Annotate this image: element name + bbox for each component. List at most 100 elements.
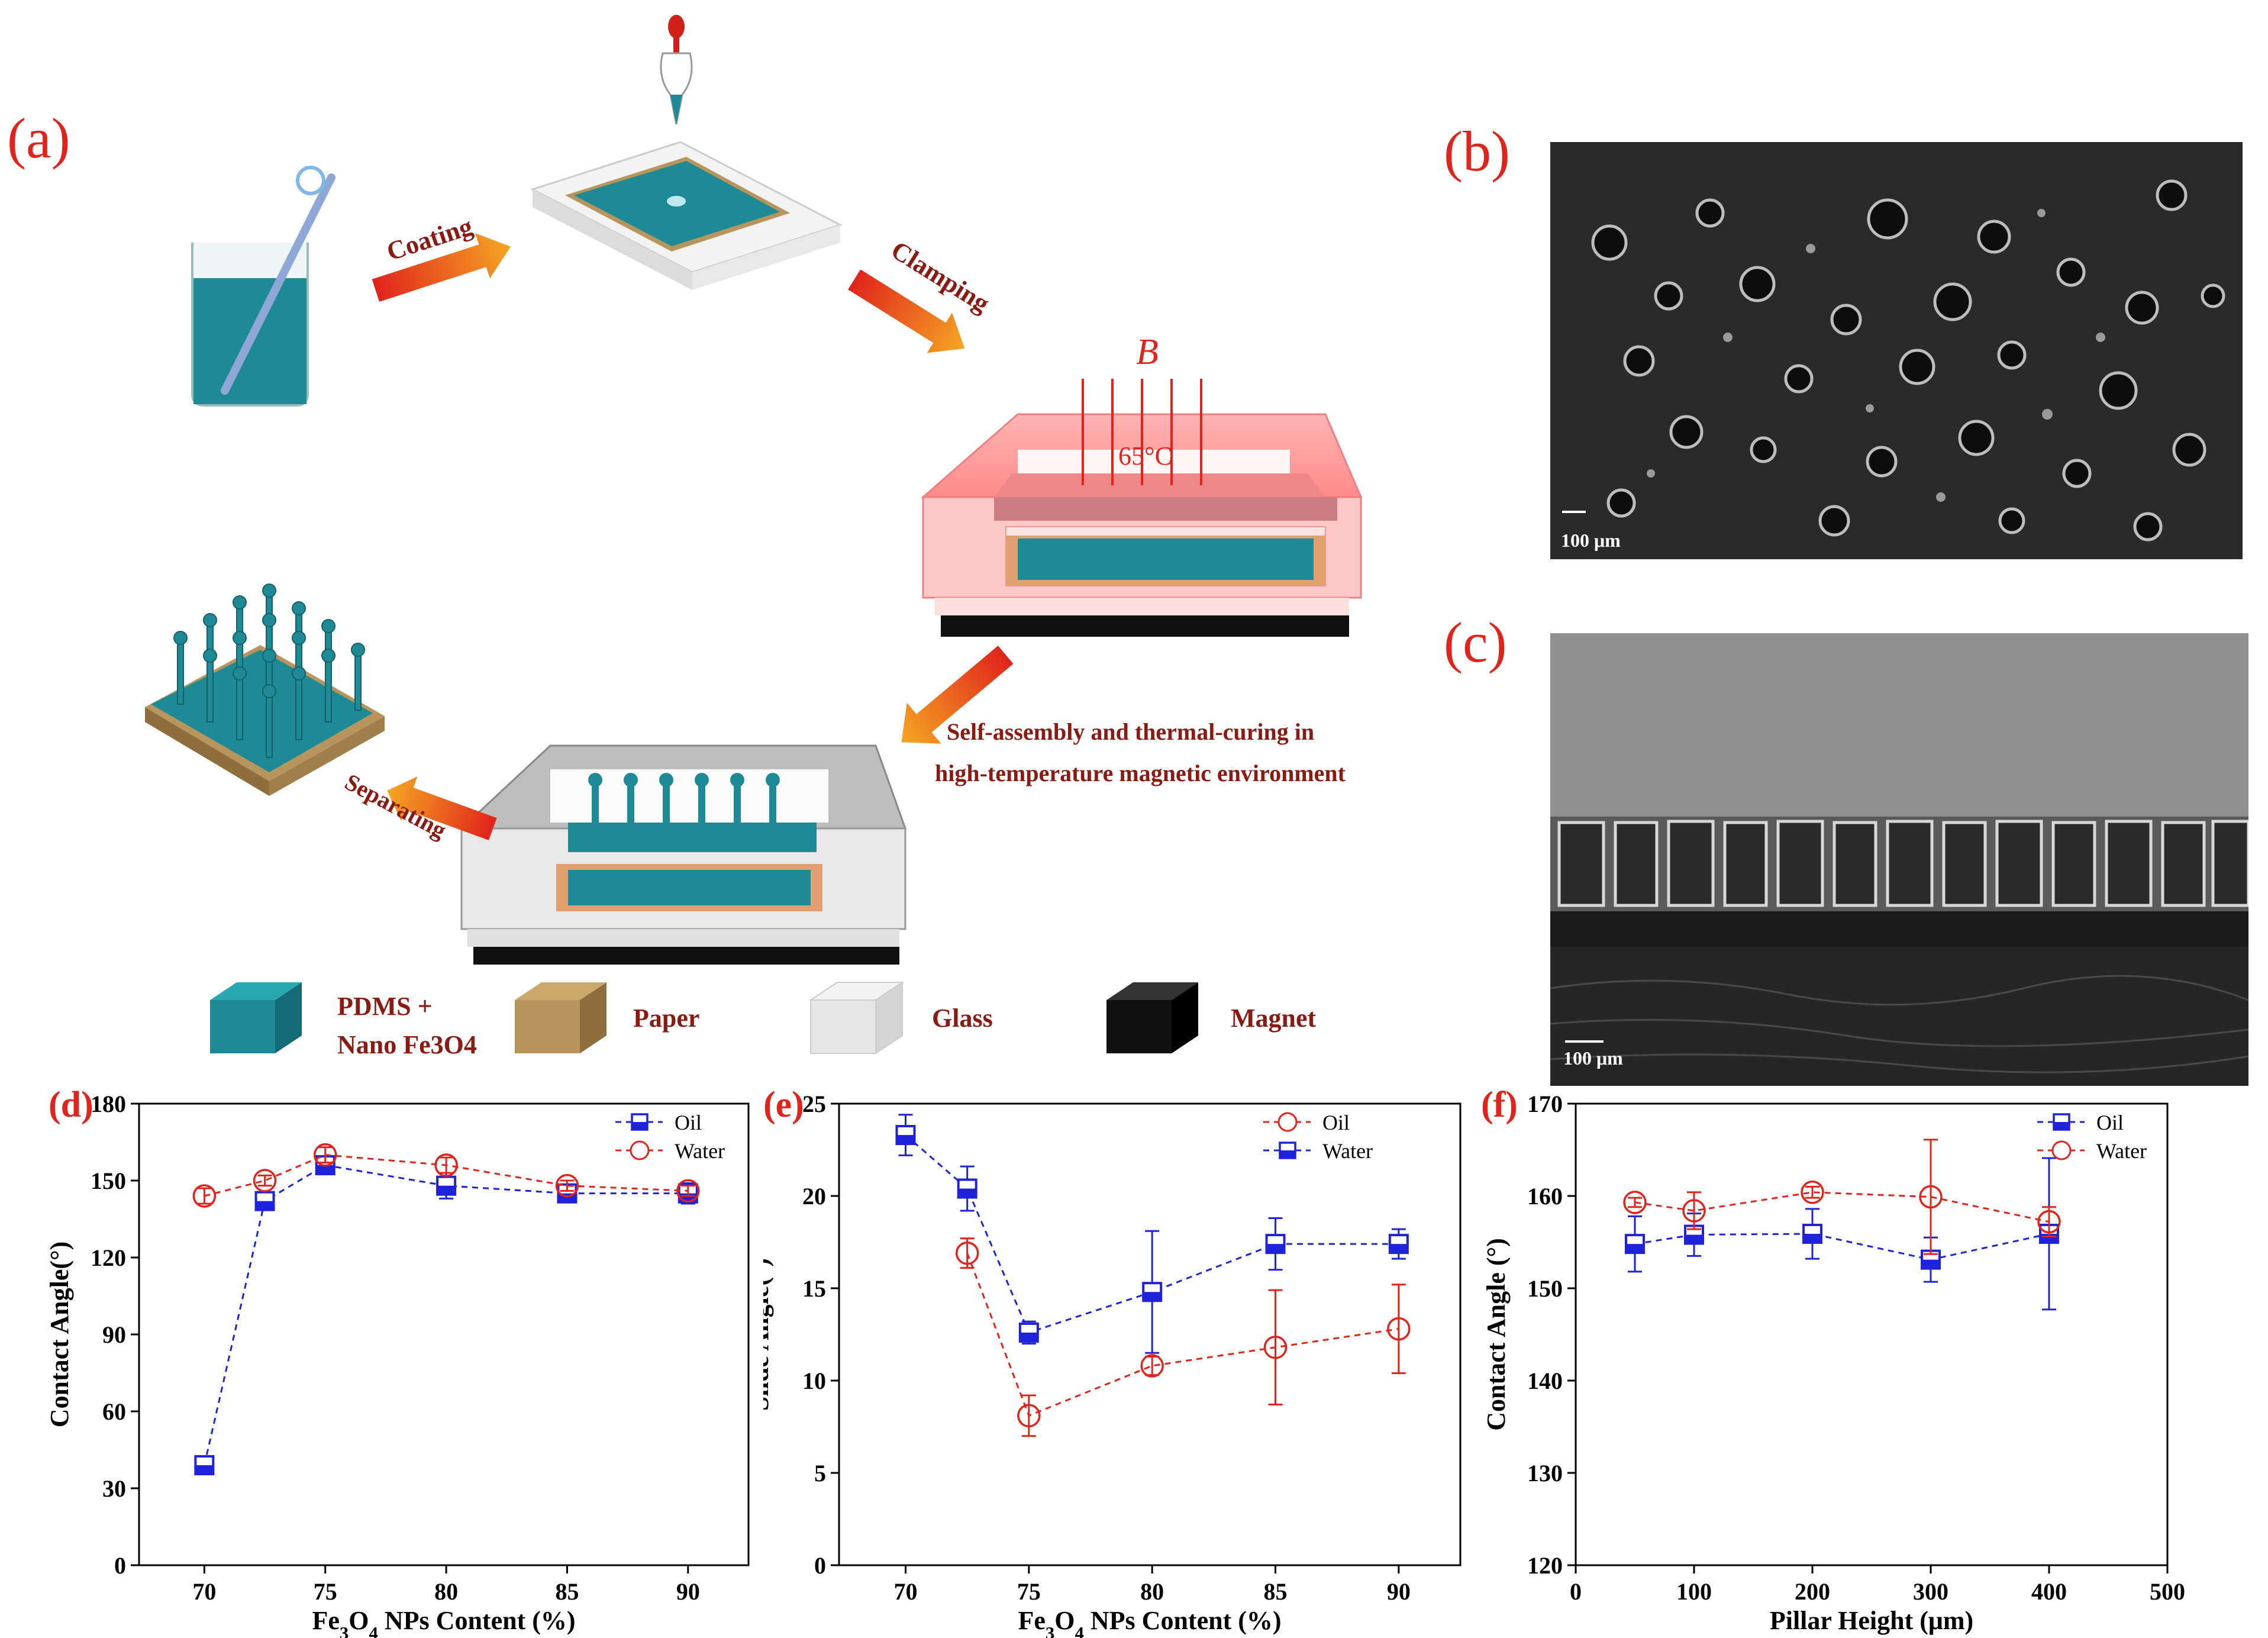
series-line-oil (203, 1164, 688, 1466)
x-tick-label: 90 (676, 1578, 700, 1605)
x-tick-label: 75 (1017, 1578, 1041, 1605)
y-tick-label: 30 (102, 1475, 126, 1502)
y-tick-label: 0 (814, 1552, 826, 1579)
y-tick-label: 10 (802, 1368, 826, 1394)
sem-image-cross-section: 100 μm (1550, 633, 2248, 1086)
legend-marker-fill (632, 1122, 647, 1130)
data-point-fill (1685, 1234, 1703, 1244)
data-point-fill (316, 1165, 334, 1174)
panel-label-d: (d) (49, 1085, 93, 1125)
magnetic-field-label: B (1136, 332, 1159, 372)
clamping-arrow (848, 269, 965, 353)
y-tick-label: 15 (802, 1275, 826, 1302)
fabrication-schematic: Coating Clamping (145, 15, 1363, 1059)
x-tick-label: 85 (1264, 1578, 1288, 1605)
y-tick-label: 160 (1527, 1183, 1563, 1210)
data-point-fill (1266, 1244, 1285, 1253)
scale-bar-label-b: 100 μm (1561, 530, 1621, 551)
data-point-fill (958, 1188, 976, 1198)
data-point-water (1623, 1191, 1647, 1214)
process-line-2: high-temperature magnetic environment (935, 760, 1346, 786)
cured-clamp-assembly (459, 744, 907, 965)
sem-image-top-view: 100 μm (1550, 142, 2243, 559)
y-tick-label: 20 (802, 1183, 826, 1210)
data-point-fill (1626, 1244, 1644, 1253)
plot-frame (1575, 1102, 2169, 1566)
x-tick-label: 300 (1913, 1578, 1948, 1605)
legend-marker (1277, 1112, 1298, 1132)
x-tick-label: 70 (894, 1578, 918, 1605)
series-line-water (905, 1134, 1399, 1334)
x-tick-label: 200 (1795, 1578, 1830, 1605)
x-tick-label: 100 (1676, 1578, 1712, 1605)
data-point-oil (1263, 1336, 1288, 1359)
data-point-water (1919, 1185, 1943, 1209)
temperature-label: 65°C (1118, 441, 1172, 470)
pillar-array (145, 583, 385, 796)
data-point-water (253, 1169, 277, 1192)
beaker-icon (191, 166, 335, 407)
legend-marker-fill (2054, 1122, 2069, 1130)
data-point-water (676, 1179, 700, 1203)
scale-bar-label-c: 100 μm (1563, 1047, 1623, 1069)
x-tick-label: 90 (1387, 1578, 1411, 1605)
x-tick-label: 75 (314, 1578, 337, 1605)
legend-magnet: Magnet (1231, 1004, 1317, 1033)
magnet-legend-swatch (1106, 982, 1198, 1053)
heated-clamp-assembly (921, 379, 1363, 637)
y-tick-label: 120 (91, 1244, 126, 1271)
y-tick-label: 150 (1527, 1275, 1563, 1302)
legend-pdms-line2: Nano Fe3O4 (337, 1030, 477, 1059)
y-tick-label: 180 (91, 1091, 126, 1117)
data-point-fill (256, 1201, 274, 1210)
y-tick-label: 60 (102, 1398, 126, 1425)
y-tick-label: 140 (1527, 1368, 1563, 1394)
data-point-fill (1389, 1244, 1408, 1253)
legend-marker (2051, 1140, 2072, 1160)
y-tick-label: 150 (91, 1168, 126, 1194)
data-point-oil (1140, 1354, 1164, 1378)
data-point-fill (1804, 1233, 1821, 1243)
data-point-water (555, 1173, 579, 1198)
legend-marker-fill (1280, 1150, 1295, 1158)
y-tick-label: 130 (1527, 1460, 1563, 1487)
data-point-water (1682, 1199, 1706, 1223)
data-point-fill (437, 1185, 456, 1195)
plot-frame (838, 1102, 1462, 1566)
data-point-fill (1143, 1292, 1162, 1301)
data-point-water (1801, 1181, 1824, 1204)
data-point-fill (896, 1135, 915, 1144)
y-tick-label: 90 (102, 1321, 126, 1348)
y-tick-label: 120 (1527, 1552, 1563, 1579)
x-axis-label: Fe3O4 NPs Content (%) (312, 1606, 575, 1638)
y-tick-label: 0 (114, 1552, 126, 1579)
data-point-oil (955, 1241, 979, 1265)
x-tick-label: 500 (2150, 1578, 2185, 1605)
legend-label-water: Water (1322, 1139, 1373, 1163)
series-line-oil (966, 1253, 1399, 1417)
x-tick-label: 0 (1570, 1578, 1582, 1605)
x-tick-label: 80 (1140, 1578, 1164, 1605)
separating-arrow (387, 776, 497, 840)
y-tick-label: 170 (1527, 1091, 1563, 1117)
x-tick-label: 85 (555, 1578, 579, 1605)
data-point-fill (195, 1465, 214, 1474)
data-point-oil (1387, 1317, 1411, 1341)
panel-label-f: (f) (1481, 1085, 1518, 1125)
self-assembly-arrow (901, 646, 1014, 744)
data-point-oil (1017, 1404, 1041, 1428)
legend-label-water: Water (675, 1139, 725, 1163)
data-point-water (192, 1184, 217, 1208)
y-axis-label: Slide Angle(°) (763, 1258, 774, 1411)
y-tick-label: 25 (802, 1091, 826, 1117)
coating-arrow (372, 233, 511, 302)
data-point-water (313, 1143, 337, 1167)
legend-label-water: Water (2096, 1139, 2147, 1163)
legend-label-oil: Oil (1322, 1111, 1350, 1134)
data-point-water (434, 1153, 458, 1177)
coated-glass-slide (530, 141, 843, 290)
y-axis-label: Contact Angle (°) (1482, 1238, 1511, 1431)
